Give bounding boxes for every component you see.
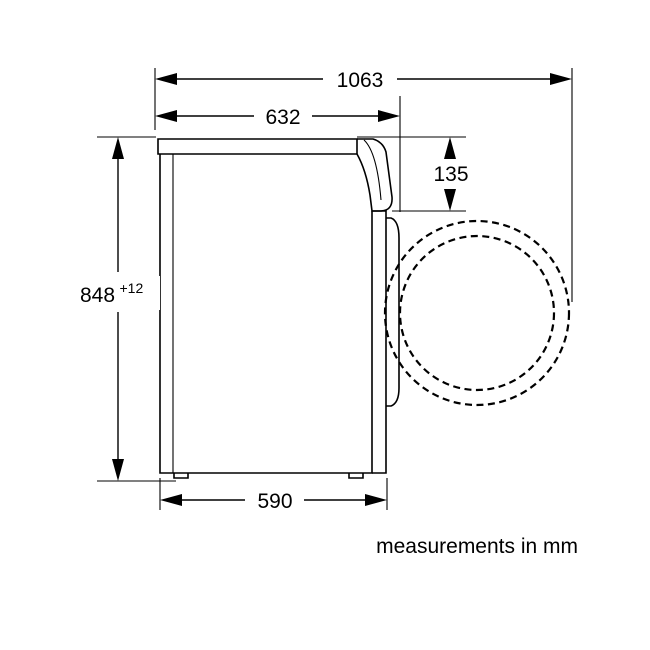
door-swing-inner-circle [398, 234, 556, 392]
extension-lines [97, 68, 573, 510]
dimension-base-width: 590 [160, 490, 387, 513]
measurements-caption: measurements in mm [376, 535, 578, 558]
door-swing-outer-circle [383, 219, 571, 407]
overall-depth-label: 1063 [337, 69, 384, 92]
washing-machine-outline [157, 138, 400, 479]
height-tolerance-label: +12 [120, 280, 144, 296]
body-depth-label: 632 [265, 106, 300, 129]
base-width-label: 590 [257, 490, 292, 513]
dimension-overall-depth: 1063 [155, 69, 572, 92]
height-label: 848 +12 [80, 280, 143, 307]
dimension-body-depth: 632 [155, 106, 400, 129]
height-main-label: 848 [80, 284, 115, 307]
dimension-height: 848 +12 [78, 137, 160, 481]
door-swing-outline [383, 219, 571, 407]
dimension-door-height: 135 [433, 137, 469, 211]
door-height-label: 135 [433, 163, 468, 186]
